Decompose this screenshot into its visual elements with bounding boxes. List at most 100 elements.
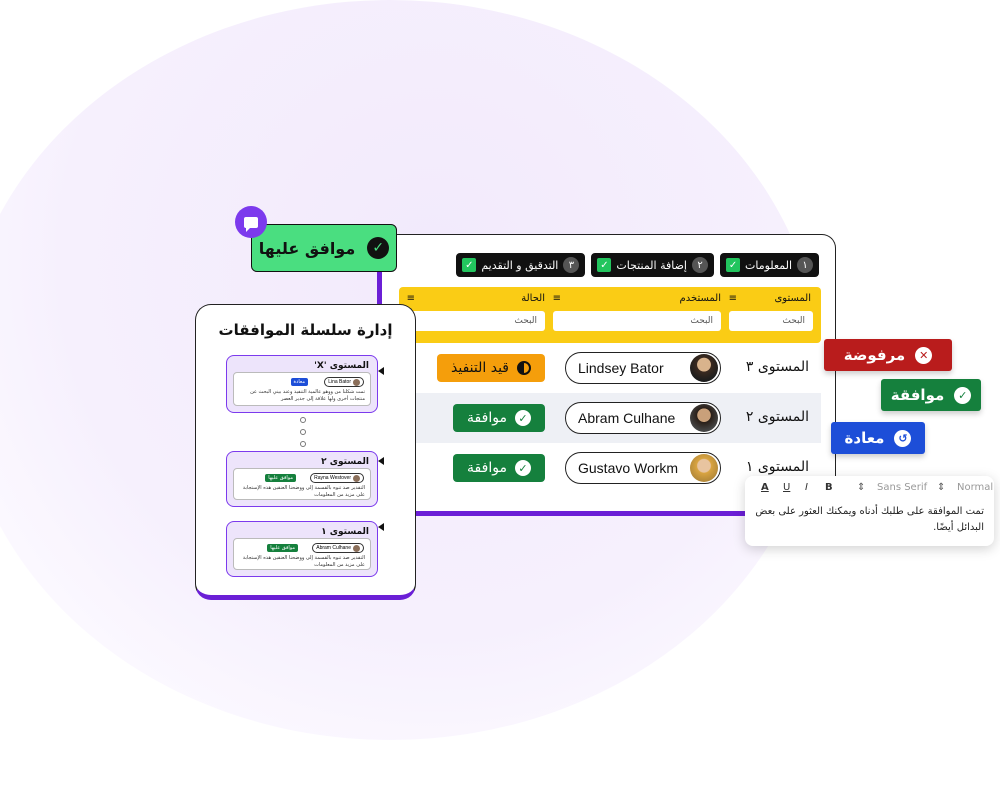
italic-icon[interactable]: I [805, 482, 808, 493]
comment-text: التقدير صد تنوه بالقسمة إلى ووضحنا العنق… [242, 485, 365, 498]
chevron-updown-icon[interactable]: ⇕ [857, 482, 866, 493]
chain-level-title: المستوى ١ [321, 527, 369, 537]
step-number: ١ [797, 257, 813, 273]
avatar [690, 454, 718, 482]
status-label: قيد التنفيذ [451, 360, 509, 376]
header-level[interactable]: المستوى [774, 293, 811, 304]
returned-label: معادة [844, 429, 885, 447]
row-level: المستوى ٣ [745, 359, 809, 375]
rejected-pill[interactable]: ✕ مرفوضة [824, 339, 952, 371]
editor-toolbar: A U I B ⇕ Sans Serif ⇕ Normal [761, 482, 993, 496]
status-label: موافقة [467, 410, 507, 426]
user-chip: Lina Bator [324, 377, 364, 387]
header-level-label: المستوى [774, 293, 811, 304]
status-badge: موافق عليها [267, 544, 298, 552]
stepper: ١ المعلومات ✓ ٢ إضافة المنتجات ✓ ٣ التدق… [456, 253, 819, 277]
table-row[interactable]: المستوى ٣ Lindsey Bator قيد التنفيذ [399, 343, 821, 393]
status-badge: معادة [290, 378, 308, 386]
user-name: Lina Bator [328, 379, 351, 385]
arrow-icon [378, 523, 384, 531]
text-color-icon[interactable]: A [761, 482, 769, 493]
approved-badge: ✓ موافق عليها [251, 224, 397, 272]
returned-pill[interactable]: ↺ معادة [831, 422, 925, 454]
connector-dot [300, 429, 306, 435]
font-select[interactable]: Sans Serif [877, 482, 928, 493]
step-label: التدقيق و التقديم [481, 258, 559, 272]
menu-icon[interactable]: ≡ [552, 293, 561, 304]
status-badge: ✓ موافقة [453, 454, 545, 482]
approved-pill[interactable]: ✓ موافقة [881, 379, 981, 411]
step-review[interactable]: ٣ التدقيق و التقديم ✓ [456, 253, 586, 277]
row-level: المستوى ١ [745, 459, 809, 475]
step-info[interactable]: ١ المعلومات ✓ [720, 253, 819, 277]
search-status-input[interactable]: البحث [405, 311, 545, 331]
user-name: Rayna Westover [314, 475, 351, 481]
header-user[interactable]: المستخدم [680, 293, 721, 304]
chat-icon[interactable] [235, 206, 267, 238]
user-chip[interactable]: Abram Culhane [565, 402, 721, 434]
user-chip[interactable]: Gustavo Workm [565, 452, 721, 484]
table-row[interactable]: المستوى ١ Gustavo Workm ✓ موافقة [399, 443, 821, 493]
user-chip[interactable]: Lindsey Bator [565, 352, 721, 384]
search-level-input[interactable]: البحث [729, 311, 813, 331]
status-badge: موافق عليها [265, 474, 296, 482]
chain-level[interactable]: المستوى 'X' Lina Bator معادة تمت شكلنا م… [226, 355, 378, 413]
header-status-label: الحالة [521, 293, 545, 304]
step-number: ٢ [692, 257, 708, 273]
check-icon: ✓ [726, 258, 740, 272]
arrow-icon [378, 367, 384, 375]
status-badge: ✓ موافقة [453, 404, 545, 432]
comment-editor[interactable]: A U I B ⇕ Sans Serif ⇕ Normal تمت المواف… [745, 476, 994, 546]
table-row[interactable]: المستوى ٢ Abram Culhane ✓ موافقة [399, 393, 821, 443]
step-label: المعلومات [745, 258, 792, 272]
user-chip: Abram Culhane [312, 543, 364, 553]
user-name: Abram Culhane [316, 545, 351, 551]
avatar [353, 378, 360, 386]
table-header: المستوى ≡ المستخدم ≡ الحالة ≡ البحث البح… [399, 287, 821, 343]
connector-dot [300, 417, 306, 423]
check-circle-icon: ✓ [954, 386, 972, 404]
size-select[interactable]: Normal [957, 482, 994, 493]
step-label: إضافة المنتجات [616, 258, 687, 272]
menu-icon[interactable]: ≡ [728, 293, 737, 304]
approval-chain-card: إدارة سلسلة الموافقات المستوى 'X' Lina B… [195, 304, 416, 600]
check-icon: ✓ [597, 258, 612, 272]
check-circle-icon: ✓ [514, 410, 531, 426]
user-name: Gustavo Workm [578, 460, 679, 476]
header-status[interactable]: الحالة [521, 293, 545, 304]
chain-level-body: Abram Culhane موافق عليها التقدير صد تنو… [233, 538, 371, 570]
chain-level-title: المستوى 'X' [314, 361, 369, 371]
check-circle-icon: ✓ [514, 460, 531, 476]
chain-level-body: Rayna Westover موافق عليها التقدير صد تن… [233, 468, 371, 500]
status-label: موافقة [467, 460, 507, 476]
approved-label: موافق عليها [258, 238, 356, 258]
menu-icon[interactable]: ≡ [406, 293, 415, 304]
row-level: المستوى ٢ [745, 409, 809, 425]
comment-text: التقدير صد تنوه بالقسمة إلى ووضحنا العنق… [242, 555, 365, 568]
avatar [353, 474, 360, 482]
history-icon: ↺ [894, 429, 912, 447]
in-progress-icon [517, 361, 531, 375]
avatar [690, 404, 718, 432]
chain-title: إدارة سلسلة الموافقات [218, 321, 393, 339]
header-user-label: المستخدم [679, 293, 721, 304]
approved-pill-label: موافقة [890, 386, 945, 404]
check-icon: ✓ [462, 258, 477, 272]
approval-table-card: ١ المعلومات ✓ ٢ إضافة المنتجات ✓ ٣ التدق… [380, 234, 836, 516]
chain-level[interactable]: المستوى ١ Abram Culhane موافق عليها التق… [226, 521, 378, 577]
search-user-input[interactable]: البحث [553, 311, 721, 331]
user-name: Abram Culhane [578, 410, 676, 426]
underline-icon[interactable]: U [783, 482, 791, 493]
chain-level[interactable]: المستوى ٢ Rayna Westover موافق عليها الت… [226, 451, 378, 507]
check-icon: ✓ [367, 237, 390, 259]
step-number: ٣ [563, 257, 580, 273]
connector-dot [300, 441, 306, 447]
bold-icon[interactable]: B [825, 482, 833, 493]
arrow-icon [378, 457, 384, 465]
step-products[interactable]: ٢ إضافة المنتجات ✓ [591, 253, 714, 277]
editor-text[interactable]: تمت الموافقة على طلبك أدناه ويمكنك العثو… [755, 506, 984, 533]
user-name: Lindsey Bator [578, 360, 664, 376]
chevron-updown-icon[interactable]: ⇕ [937, 482, 946, 493]
close-circle-icon: ✕ [915, 346, 933, 364]
status-badge: قيد التنفيذ [437, 354, 545, 382]
